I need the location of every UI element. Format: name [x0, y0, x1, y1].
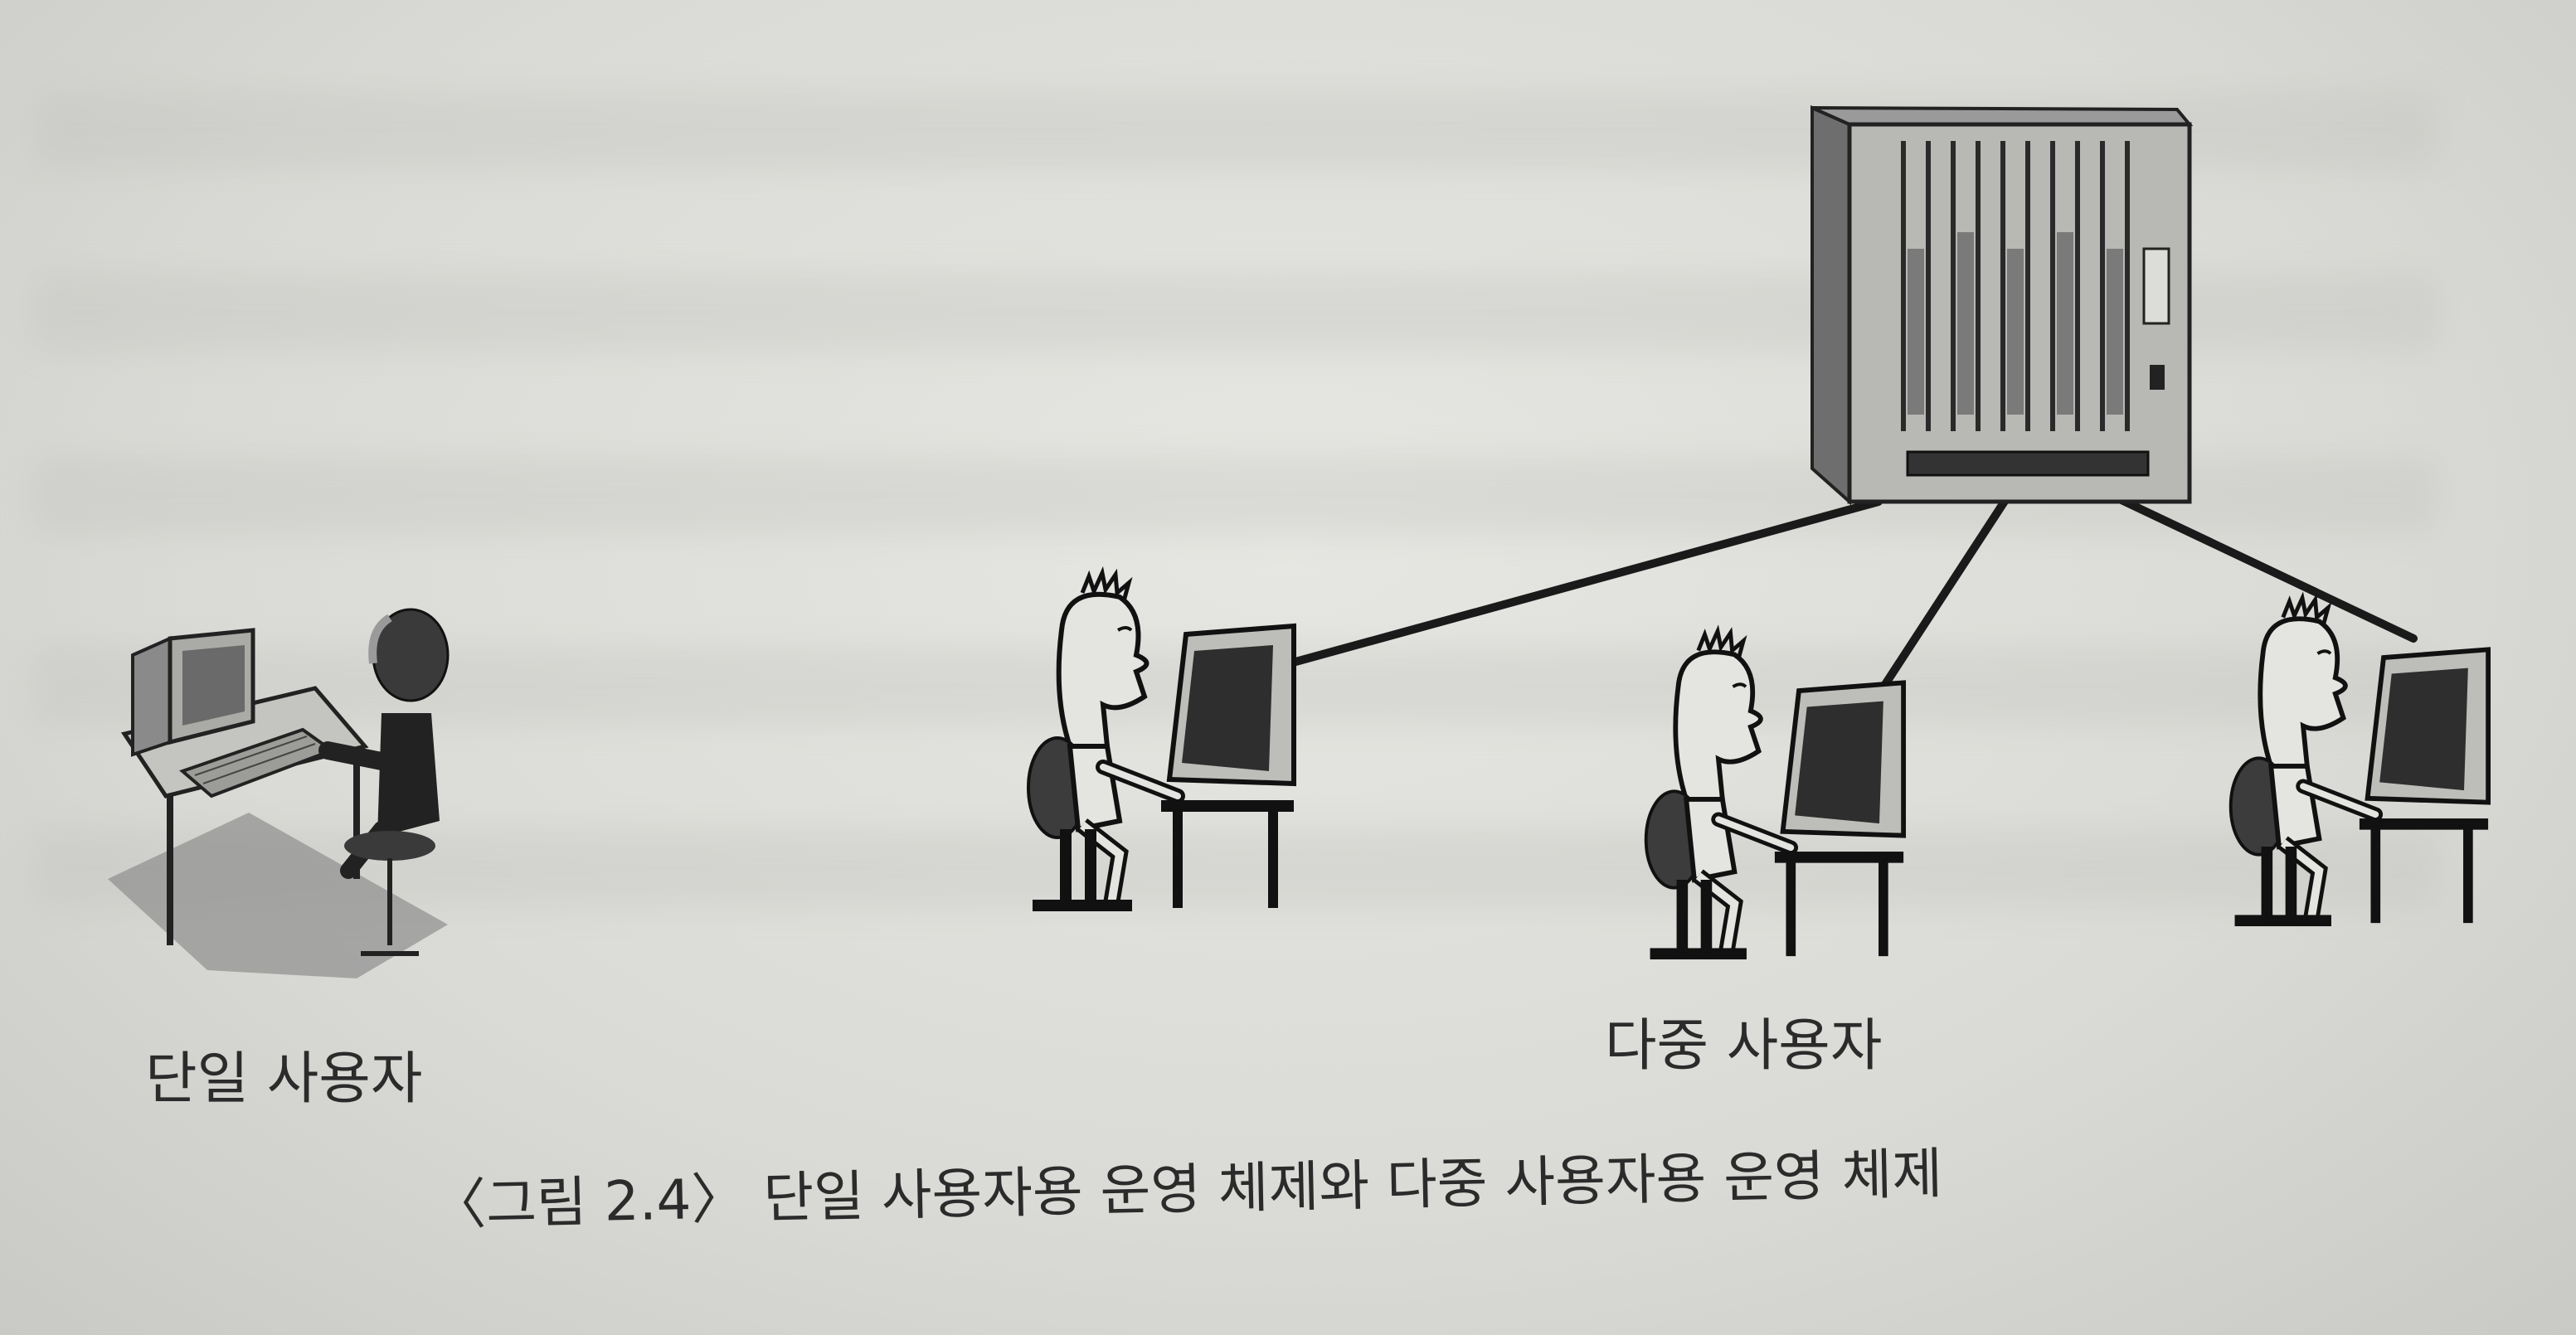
connection-line: [1879, 493, 2011, 692]
multi-user-label: 다중 사용자: [1605, 1013, 1883, 1079]
single-user-workstation-icon: [108, 608, 450, 978]
terminal-user-icon: [2228, 591, 2491, 927]
terminal-user-icon: [1027, 566, 1296, 911]
mainframe-server-icon: [1810, 104, 2194, 506]
network-connections: [1286, 481, 2418, 692]
connection-line: [2086, 481, 2418, 643]
connection-line: [1286, 498, 1883, 668]
single-user-label: 단일 사용자: [145, 1046, 423, 1112]
terminal-user-icon: [1644, 624, 1907, 960]
